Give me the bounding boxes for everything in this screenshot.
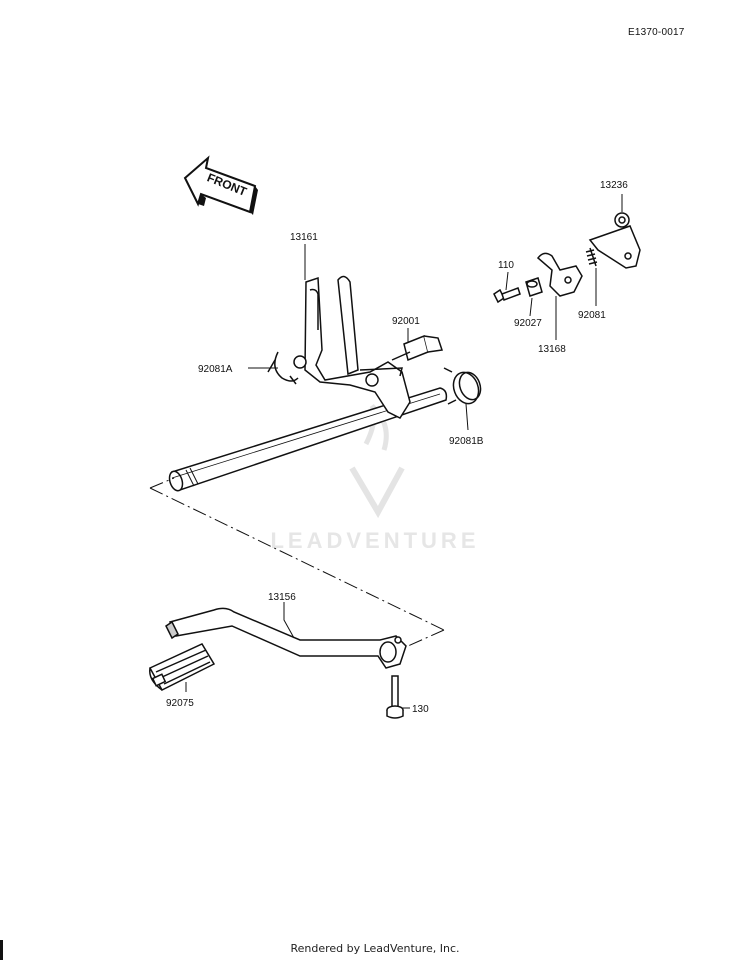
label-13236: 13236 bbox=[600, 180, 628, 191]
diagram-code: E1370-0017 bbox=[628, 27, 685, 38]
label-13161: 13161 bbox=[290, 232, 318, 243]
leader-lines bbox=[185, 194, 623, 709]
spring-92081a bbox=[267, 351, 299, 385]
label-13156: 13156 bbox=[268, 592, 296, 603]
spring-92081 bbox=[585, 247, 598, 267]
lever-13168 bbox=[536, 252, 583, 297]
bolt-92001 bbox=[391, 334, 443, 362]
watermark-text: LEADVENTURE bbox=[270, 528, 479, 553]
footpeg-rubber-92075 bbox=[148, 643, 216, 691]
edge-mark bbox=[0, 940, 3, 960]
label-92075: 92075 bbox=[166, 698, 194, 709]
spring-92081b bbox=[443, 367, 482, 405]
bolt-110 bbox=[493, 287, 521, 304]
alignment-lines bbox=[149, 477, 445, 647]
label-92081a: 92081A bbox=[198, 364, 233, 375]
leadventure-watermark bbox=[349, 404, 405, 519]
shift-pedal bbox=[165, 607, 407, 669]
label-92001: 92001 bbox=[392, 316, 420, 327]
collar-92027 bbox=[525, 277, 543, 297]
plate-13236 bbox=[588, 212, 641, 269]
label-13168: 13168 bbox=[538, 344, 566, 355]
shift-mechanism-arm bbox=[293, 275, 411, 419]
label-92081: 92081 bbox=[578, 310, 606, 321]
label-130: 130 bbox=[412, 704, 429, 715]
bolt-130 bbox=[386, 675, 404, 719]
label-110: 110 bbox=[498, 260, 514, 271]
front-arrow-icon: FRONT bbox=[183, 155, 258, 215]
part-labels: 13236 13161 110 92001 92027 92081 13168 … bbox=[166, 180, 628, 715]
footer-credit: Rendered by LeadVenture, Inc. bbox=[290, 942, 460, 955]
label-92027: 92027 bbox=[514, 318, 542, 329]
watermark-flame-icon bbox=[363, 404, 389, 451]
label-92081b: 92081B bbox=[449, 436, 484, 447]
watermark-logo-icon bbox=[349, 466, 405, 519]
